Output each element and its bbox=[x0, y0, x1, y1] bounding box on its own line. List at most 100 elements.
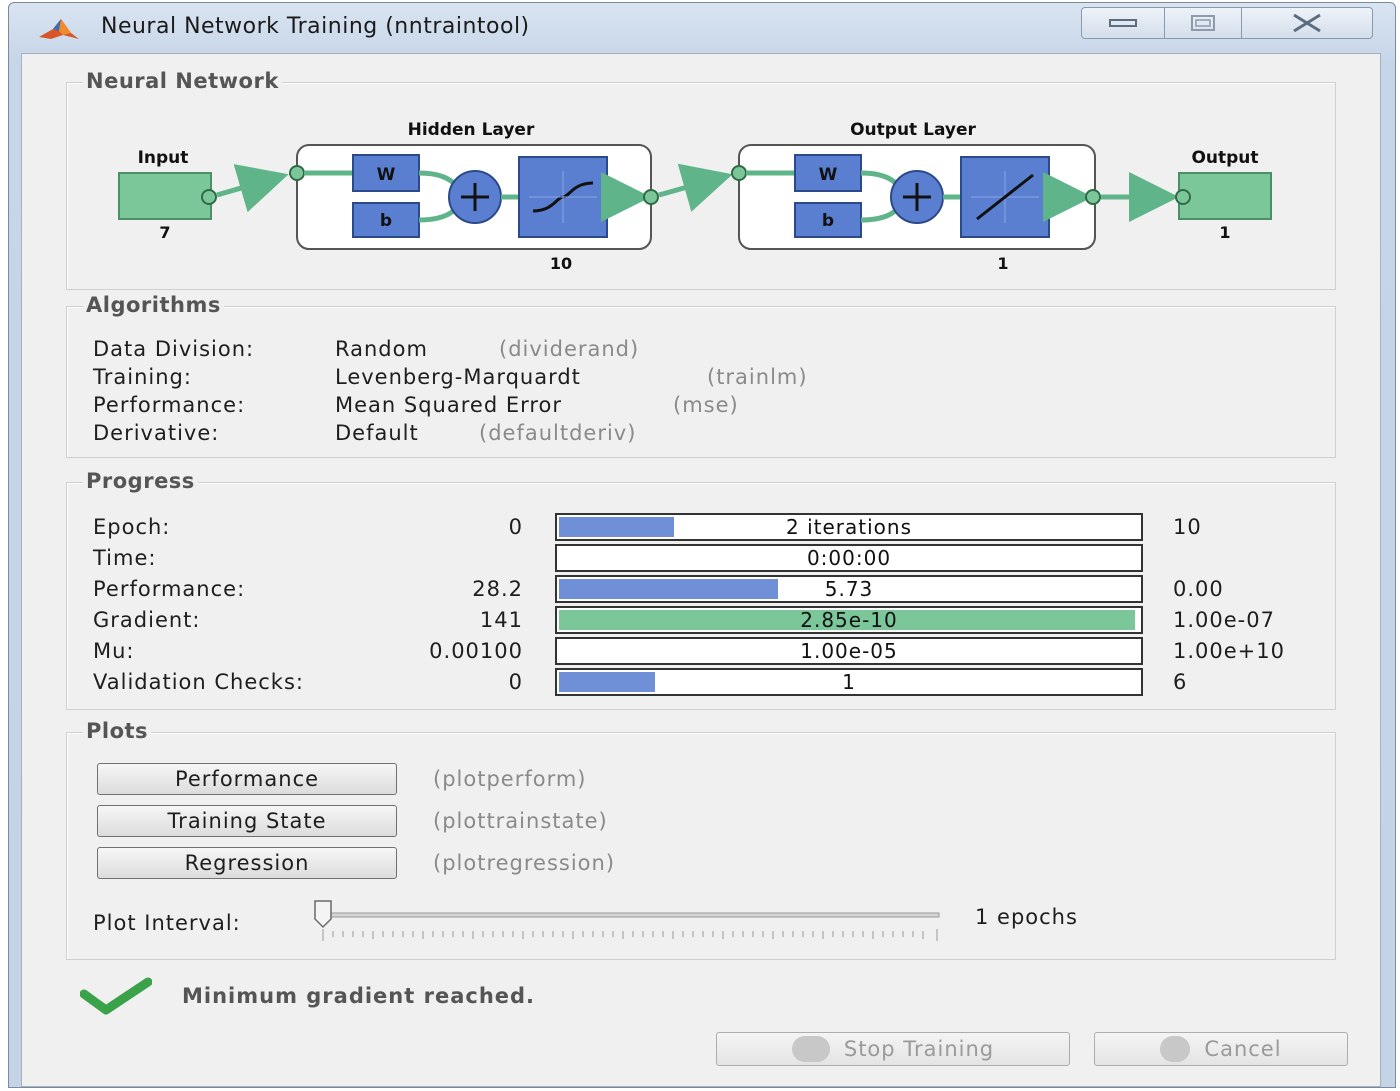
output-weight-block bbox=[794, 154, 862, 192]
hidden-weight-label: W bbox=[377, 165, 396, 185]
plot-training-state-button[interactable]: Training State bbox=[97, 805, 397, 837]
progress-start-value: 28.2 bbox=[472, 577, 523, 601]
window-controls bbox=[1081, 7, 1373, 39]
progress-label: Performance: bbox=[93, 577, 246, 601]
algo-value: Default bbox=[335, 421, 419, 445]
output-in-connector bbox=[731, 165, 747, 181]
progress-end-value: 6 bbox=[1173, 670, 1188, 694]
hidden-layer-title: Hidden Layer bbox=[408, 120, 535, 140]
algo-label: Derivative: bbox=[93, 421, 220, 445]
title-bar[interactable]: Neural Network Training (nntraintool) bbox=[9, 3, 1395, 51]
output-weight-label: W bbox=[819, 165, 838, 185]
progress-current-value: 1.00e-05 bbox=[800, 639, 898, 663]
plot-performance-button[interactable]: Performance bbox=[97, 763, 397, 795]
algo-value: Levenberg-Marquardt bbox=[335, 365, 581, 389]
window-title: Neural Network Training (nntraintool) bbox=[101, 14, 530, 39]
output-layer-out-connector bbox=[1085, 189, 1101, 205]
dialog-body: Neural Network Input 7 Hidden Layer bbox=[21, 53, 1381, 1087]
validation-progress-bar: 1 bbox=[555, 668, 1143, 696]
progress-end-value: 10 bbox=[1173, 515, 1202, 539]
algo-function: (trainlm) bbox=[707, 365, 808, 389]
algo-label: Data Division: bbox=[93, 337, 255, 361]
progress-end-value: 1.00e+10 bbox=[1173, 639, 1285, 663]
neural-network-group: Neural Network Input 7 Hidden Layer bbox=[66, 69, 1336, 290]
progress-label: Epoch: bbox=[93, 515, 171, 539]
plot-interval-label: Plot Interval: bbox=[93, 911, 241, 935]
plus-icon bbox=[461, 183, 489, 211]
algo-value: Random bbox=[335, 337, 428, 361]
matlab-logo-icon bbox=[39, 19, 79, 39]
output-layer-size: 1 bbox=[997, 254, 1008, 273]
stop-training-button[interactable]: Stop Training bbox=[716, 1032, 1070, 1066]
algo-value: Mean Squared Error bbox=[335, 393, 563, 417]
progress-label: Time: bbox=[93, 546, 157, 570]
plots-group: Plots Performance (plotperform) Training… bbox=[66, 719, 1336, 960]
input-size: 7 bbox=[159, 223, 170, 242]
purelin-icon bbox=[976, 173, 1034, 221]
progress-start-value: 141 bbox=[479, 608, 523, 632]
progress-current-value: 2 iterations bbox=[786, 515, 912, 539]
plot-function: (plottrainstate) bbox=[433, 809, 608, 833]
input-connector bbox=[201, 189, 217, 205]
progress-start-value: 0 bbox=[508, 515, 523, 539]
algo-label: Performance: bbox=[93, 393, 246, 417]
output-layer-title: Output Layer bbox=[850, 120, 976, 140]
cancel-button[interactable]: Cancel bbox=[1094, 1032, 1348, 1066]
progress-label: Gradient: bbox=[93, 608, 201, 632]
status-message: Minimum gradient reached. bbox=[182, 984, 536, 1008]
progress-current-value: 0:00:00 bbox=[806, 546, 892, 570]
hidden-layer-size: 10 bbox=[550, 254, 572, 273]
progress-label: Mu: bbox=[93, 639, 135, 663]
hidden-weight-block bbox=[352, 154, 420, 192]
hidden-bias-label: b bbox=[380, 211, 392, 231]
input-label: Input bbox=[138, 148, 189, 168]
performance-progress-bar: 5.73 bbox=[555, 575, 1143, 603]
algo-function: (defaultderiv) bbox=[479, 421, 637, 445]
plot-interval-slider[interactable] bbox=[311, 897, 951, 947]
gradient-progress-bar: 2.85e-10 bbox=[555, 606, 1143, 634]
slider-thumb[interactable] bbox=[314, 900, 332, 929]
neural-network-group-title: Neural Network bbox=[83, 69, 282, 93]
progress-current-value: 2.85e-10 bbox=[800, 608, 898, 632]
checkmark-icon bbox=[80, 977, 152, 1015]
progress-label: Validation Checks: bbox=[93, 670, 304, 694]
plot-regression-button[interactable]: Regression bbox=[97, 847, 397, 879]
progress-group: Progress Epoch: 0 2 iterations 10 Time: … bbox=[66, 469, 1336, 710]
plot-interval-value: 1 epochs bbox=[975, 905, 1078, 929]
plot-function: (plotperform) bbox=[433, 767, 587, 791]
progress-bar-fill bbox=[559, 517, 675, 537]
output-block bbox=[1178, 172, 1272, 220]
network-diagram: Input 7 Hidden Layer W b bbox=[118, 120, 1272, 273]
tansig-axis bbox=[529, 171, 597, 223]
slider-track bbox=[320, 912, 940, 918]
slider-ticks bbox=[322, 929, 938, 941]
progress-bar-fill bbox=[559, 672, 656, 692]
input-block bbox=[118, 172, 212, 220]
close-icon bbox=[1293, 13, 1321, 33]
progress-start-value: 0.00100 bbox=[429, 639, 523, 663]
algo-function: (dividerand) bbox=[499, 337, 640, 361]
cancel-label: Cancel bbox=[1204, 1037, 1282, 1061]
minimize-button[interactable] bbox=[1081, 7, 1165, 39]
maximize-button[interactable] bbox=[1165, 7, 1242, 39]
mu-progress-bar: 1.00e-05 bbox=[555, 637, 1143, 665]
progress-start-value: 0 bbox=[508, 670, 523, 694]
stop-icon bbox=[791, 1036, 830, 1062]
hidden-in-connector bbox=[289, 165, 305, 181]
progress-bar-fill bbox=[559, 579, 778, 599]
progress-bar-fill bbox=[559, 610, 1135, 630]
algo-function: (mse) bbox=[673, 393, 739, 417]
algo-label: Training: bbox=[93, 365, 192, 389]
progress-group-title: Progress bbox=[83, 469, 198, 493]
epoch-progress-bar: 2 iterations bbox=[555, 513, 1143, 541]
output-label: Output bbox=[1191, 148, 1258, 168]
output-bias-label: b bbox=[822, 211, 834, 231]
output-connector bbox=[1175, 189, 1191, 205]
hidden-out-connector bbox=[643, 189, 659, 205]
time-progress-bar: 0:00:00 bbox=[555, 544, 1143, 572]
output-size: 1 bbox=[1219, 223, 1230, 242]
close-button[interactable] bbox=[1242, 7, 1373, 39]
algorithms-group-title: Algorithms bbox=[83, 293, 224, 317]
maximize-icon bbox=[1191, 15, 1215, 31]
training-window: Neural Network Training (nntraintool) Ne… bbox=[8, 2, 1396, 1088]
